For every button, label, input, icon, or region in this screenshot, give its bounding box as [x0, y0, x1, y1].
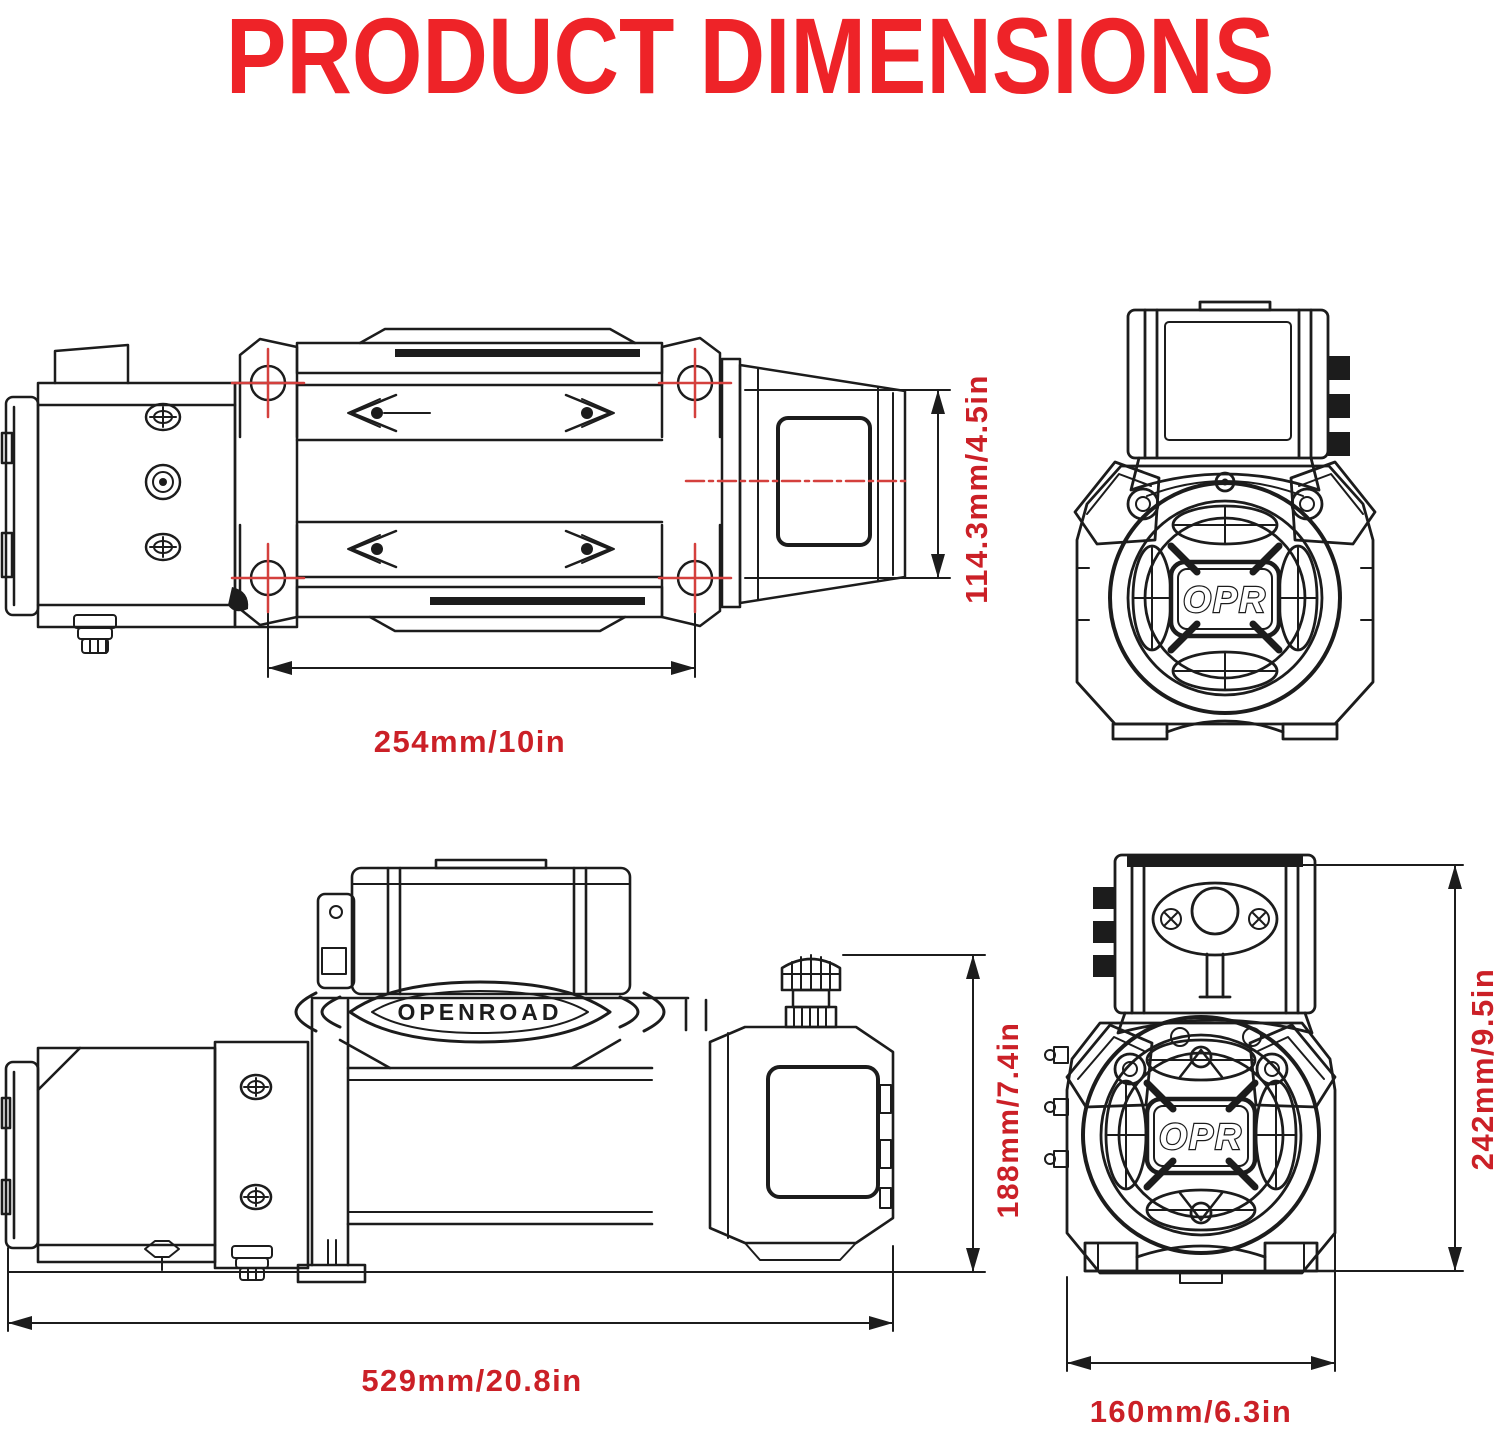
- top-view-drawing: [0, 327, 951, 678]
- control-box-front-view: [316, 858, 632, 996]
- connector-pin: [1093, 921, 1115, 943]
- dim-label-side-height: 242mm/9.5in: [1465, 967, 1500, 1171]
- clutch-front-view: [708, 954, 895, 1261]
- control-box-end-view: [1126, 300, 1350, 460]
- mounting-brackets-top-view: [238, 336, 722, 628]
- front-view-drawing: OPENROAD: [0, 858, 986, 1332]
- mounting-wings: [1065, 1023, 1337, 1109]
- phillips-screw-icon: [144, 532, 182, 562]
- dim-label-top-width: 254mm/10in: [373, 724, 567, 759]
- rope-anchor: [228, 587, 249, 612]
- end-view-drawing-motor-side: OPR: [1044, 853, 1464, 1372]
- drain-plug: [231, 1245, 273, 1281]
- drum-front-view: [346, 1066, 654, 1226]
- connector-pin: [1328, 394, 1350, 418]
- brand-logo: OPR: [1183, 579, 1267, 620]
- page-title: PRODUCT DIMENSIONS: [0, 2, 1500, 110]
- logo-plate: [1144, 1096, 1258, 1176]
- connector-pin: [1093, 887, 1115, 909]
- logo-plate: [1168, 559, 1282, 639]
- control-box-end-view: [1093, 853, 1317, 1015]
- motor-mount-plate: [233, 381, 299, 629]
- dimension-lines-end-view: [1066, 864, 1464, 1372]
- bolt-crosshair-markers: [230, 347, 910, 614]
- brand-name-badge: OPENROAD: [398, 999, 563, 1025]
- drain-plug: [73, 614, 117, 654]
- dim-label-front-width: 529mm/20.8in: [361, 1363, 583, 1398]
- clutch-lever-emblem: [1151, 881, 1279, 999]
- motor-front-view: [0, 1040, 310, 1281]
- end-view-drawing-clutch-side: OPR: [1073, 300, 1377, 741]
- connector-pin: [1328, 356, 1350, 380]
- mounting-wings: [1073, 460, 1377, 546]
- phillips-screw-icon: [144, 402, 182, 432]
- tie-bar-badge: [294, 980, 690, 1070]
- dim-label-front-height: 188mm/7.4in: [992, 1021, 1025, 1219]
- dim-label-side-width: 160mm/6.3in: [1089, 1394, 1293, 1429]
- brand-logo: OPR: [1159, 1116, 1243, 1157]
- dim-label-top-height: 114.3mm/4.5in: [959, 374, 994, 604]
- right-end-frame: [684, 998, 708, 1032]
- phillips-screw-icon: [239, 1073, 273, 1101]
- socket-bolt-icon: [144, 463, 182, 501]
- gear-housing-end-view: [1075, 464, 1375, 741]
- connector-pin: [1093, 955, 1115, 977]
- drum-top-view: [295, 327, 664, 633]
- dimension-lines-front-view: [7, 954, 986, 1332]
- phillips-screw-icon: [239, 1183, 273, 1211]
- connector-pin: [1328, 432, 1350, 456]
- gear-housing-end-view: [1044, 1021, 1337, 1284]
- clutch-top-view: [720, 357, 907, 609]
- hex-bolt-icon: [144, 1240, 180, 1258]
- dimension-lines-top-view: [267, 389, 951, 678]
- clutch-knob: [780, 954, 842, 1029]
- page-title-text: PRODUCT DIMENSIONS: [225, 0, 1275, 116]
